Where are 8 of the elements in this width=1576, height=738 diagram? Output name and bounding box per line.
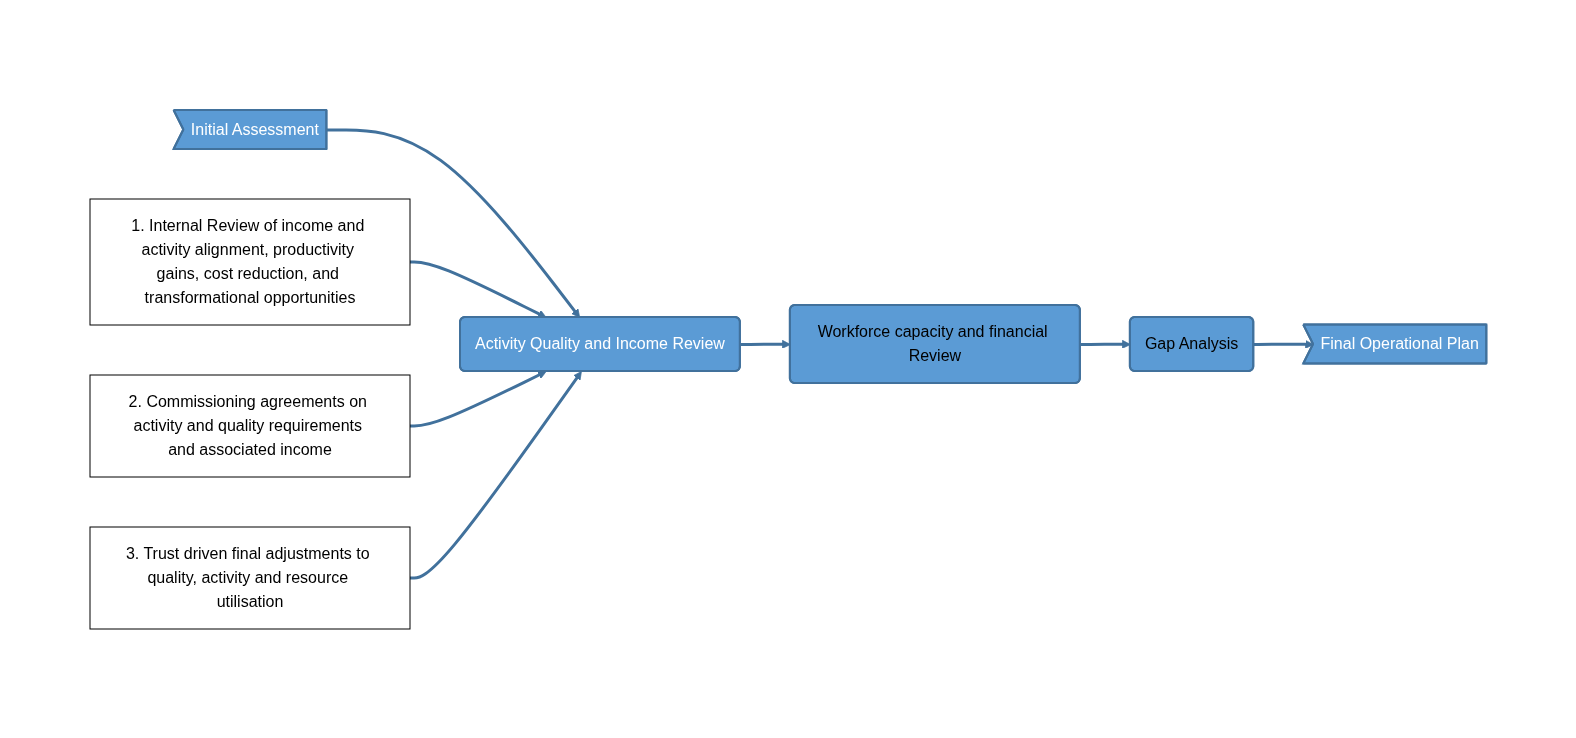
arrow xyxy=(409,260,547,318)
arrow xyxy=(409,370,582,579)
arrow xyxy=(409,370,547,427)
node-box: 2. Commissioning agreements on activity and quality requirements and associated income xyxy=(89,374,411,477)
arrow xyxy=(326,127,580,318)
node-box: 3. Trust driven final adjustments to quality, activity and resource utilisation xyxy=(89,526,411,629)
arrow xyxy=(1253,339,1314,349)
node-box: 1. Internal Review of income and activity alignment, productivity gains, cost reduction, and transformational opportunities xyxy=(89,198,411,325)
